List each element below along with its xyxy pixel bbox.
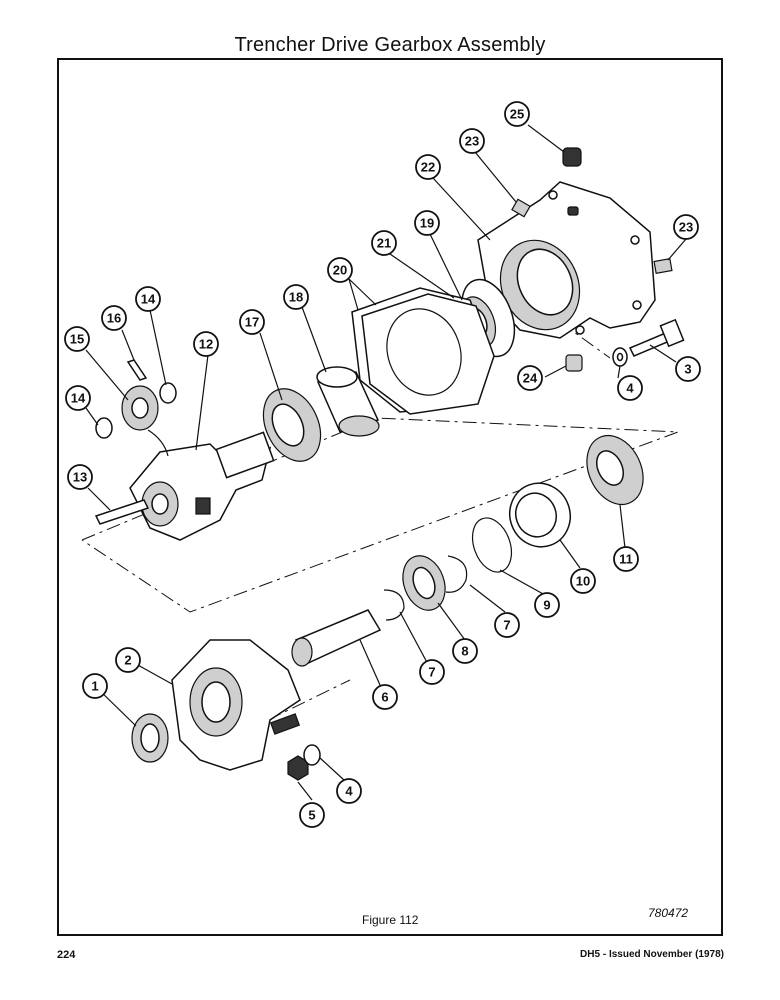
shaft-pin [94, 499, 150, 525]
svg-text:11: 11 [619, 552, 633, 567]
hex-nut [287, 755, 309, 781]
svg-text:23: 23 [679, 220, 693, 235]
svg-text:22: 22 [421, 160, 435, 175]
set-screw-right [653, 258, 673, 274]
callout-14-lower: 14 [65, 385, 91, 411]
callout-7-lower: 7 [419, 659, 445, 685]
gearbox-housing [477, 181, 656, 339]
svg-text:20: 20 [333, 263, 347, 278]
planet-gear [121, 385, 159, 431]
callout-25: 25 [504, 101, 530, 127]
svg-text:14: 14 [141, 292, 156, 307]
bearing-cup-upper [316, 366, 380, 437]
bolt-and-washer [612, 318, 685, 367]
figure-frame [57, 58, 723, 936]
page-number: 224 [57, 949, 76, 961]
svg-text:8: 8 [461, 644, 468, 659]
ball-bearing [402, 555, 446, 611]
svg-text:5: 5 [308, 808, 315, 823]
svg-text:18: 18 [289, 290, 303, 305]
svg-text:25: 25 [510, 107, 524, 122]
gaskets [351, 287, 495, 415]
callout-13: 13 [67, 464, 93, 490]
svg-text:7: 7 [428, 665, 435, 680]
callout-9: 9 [534, 592, 560, 618]
callout-15: 15 [64, 326, 90, 352]
parts-illustration [81, 124, 687, 801]
callout-4-upper: 4 [617, 375, 643, 401]
svg-text:17: 17 [245, 315, 259, 330]
svg-text:1: 1 [91, 679, 98, 694]
svg-text:23: 23 [465, 134, 479, 149]
drawing-number: 780472 [648, 906, 689, 920]
planet-pin [126, 359, 148, 381]
svg-text:12: 12 [199, 337, 213, 352]
callout-18: 18 [283, 284, 309, 310]
lower-housing [171, 639, 301, 771]
svg-text:13: 13 [73, 470, 87, 485]
bearing-cup-right [509, 482, 571, 548]
cone-bearing-upper [262, 388, 322, 462]
svg-text:15: 15 [70, 332, 84, 347]
thrust-washer-upper [159, 382, 177, 404]
assembly-arrow [147, 429, 169, 457]
planet-carrier-shaft [129, 431, 275, 541]
svg-text:24: 24 [523, 371, 538, 386]
lower-seal [131, 713, 169, 763]
callout-1: 1 [82, 673, 108, 699]
svg-text:16: 16 [107, 311, 121, 326]
callout-22: 22 [415, 154, 441, 180]
callout-20: 20 [327, 257, 353, 283]
callout-10: 10 [570, 568, 596, 594]
callout-5: 5 [299, 802, 325, 828]
thrust-washer-lower [95, 417, 113, 439]
pipe-plug-top [562, 147, 582, 167]
callout-24: 24 [517, 365, 543, 391]
callout-17: 17 [239, 309, 265, 335]
callout-3: 3 [675, 356, 701, 382]
callout-14-upper: 14 [135, 286, 161, 312]
figure-label: Figure 112 [362, 913, 419, 927]
svg-text:2: 2 [124, 653, 131, 668]
callout-11: 11 [613, 546, 639, 572]
svg-text:7: 7 [503, 618, 510, 633]
callout-4-lower: 4 [336, 778, 362, 804]
callout-19: 19 [414, 210, 440, 236]
set-screw-upper [511, 198, 531, 218]
callout-23-upper: 23 [459, 128, 485, 154]
leader-lines [85, 124, 687, 801]
svg-text:4: 4 [345, 784, 353, 799]
issue-footer: DH5 - Issued November (1978) [580, 949, 724, 960]
svg-text:21: 21 [377, 236, 391, 251]
svg-text:3: 3 [684, 362, 691, 377]
svg-text:14: 14 [71, 391, 86, 406]
splined-output-shaft [291, 609, 382, 667]
page-title: Trencher Drive Gearbox Assembly [234, 34, 546, 56]
callout-12: 12 [193, 331, 219, 357]
callout-2: 2 [115, 647, 141, 673]
svg-text:10: 10 [576, 574, 590, 589]
callout-7-upper: 7 [494, 612, 520, 638]
callout-16: 16 [101, 305, 127, 331]
svg-text:4: 4 [626, 381, 634, 396]
callout-6: 6 [372, 684, 398, 710]
retaining-ring-upper [445, 555, 468, 593]
retaining-ring-lower [383, 589, 405, 621]
svg-text:9: 9 [543, 598, 550, 613]
svg-text:19: 19 [420, 216, 434, 231]
callout-8: 8 [452, 638, 478, 664]
lock-washer-lower [303, 744, 321, 766]
cone-bearing-right [586, 434, 644, 506]
callout-21: 21 [371, 230, 397, 256]
callout-23-right: 23 [673, 214, 699, 240]
pipe-plug-bottom [565, 354, 583, 372]
svg-text:6: 6 [381, 690, 388, 705]
